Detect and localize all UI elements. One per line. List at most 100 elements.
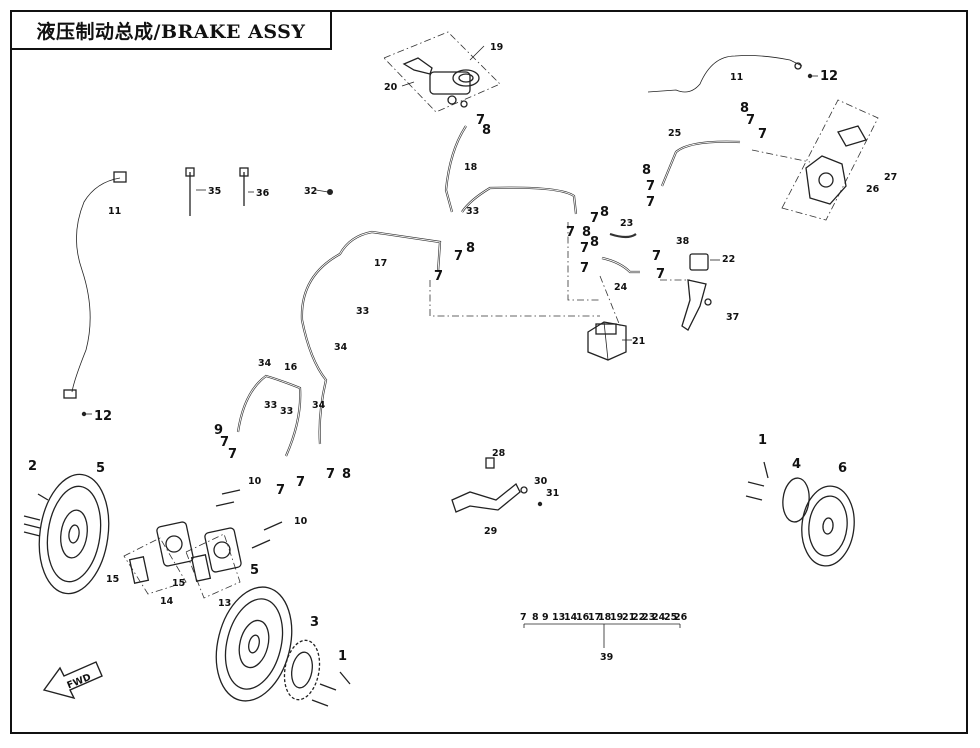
callout-15: 15	[106, 574, 119, 585]
callout-7: 7	[220, 435, 229, 450]
callout-34: 34	[258, 358, 272, 369]
callout-21: 21	[632, 336, 645, 347]
callout-1: 1	[758, 433, 767, 448]
callouts: 2 5 5 3 1 1 4 6 11 11 12 12 35 36 32 20 …	[28, 42, 897, 664]
callout-8: 8	[466, 241, 475, 256]
callout-33: 33	[280, 406, 293, 417]
callout-17: 17	[374, 258, 387, 269]
callout-7: 7	[276, 483, 285, 498]
callout-26: 26	[866, 184, 880, 195]
callout-1: 1	[338, 649, 347, 664]
callout-28: 28	[492, 448, 506, 459]
callout-7: 7	[326, 467, 335, 482]
bolts	[23, 461, 769, 707]
drawing-title: 液压制动总成/BRAKE ASSY	[36, 20, 306, 43]
callout-20: 20	[384, 82, 398, 93]
callout-33: 33	[356, 306, 369, 317]
callout-29: 29	[484, 526, 497, 537]
abs-module	[587, 321, 627, 361]
callout-38: 38	[676, 236, 690, 247]
callout-8: 8	[342, 467, 351, 482]
kit-item: 7	[520, 612, 527, 623]
callout-2: 2	[28, 459, 37, 474]
kit-item: 18	[598, 612, 612, 623]
callout-7: 7	[652, 249, 661, 264]
fwd-arrow: FWD	[42, 661, 103, 700]
callout-15: 15	[172, 578, 185, 589]
kit-item: 19	[610, 612, 623, 623]
callout-8: 8	[642, 163, 651, 178]
callout-14: 14	[160, 596, 174, 607]
callout-10: 10	[248, 476, 262, 487]
kit-bracket	[523, 623, 681, 648]
callout-32: 32	[304, 186, 317, 197]
callout-37: 37	[726, 312, 739, 323]
callout-12: 12	[94, 409, 112, 424]
callout-7: 7	[746, 113, 755, 128]
callout-24: 24	[614, 282, 628, 293]
callout-30: 30	[534, 476, 548, 487]
master-cylinder-group	[383, 31, 501, 113]
callout-11: 11	[730, 72, 743, 83]
callout-6: 6	[838, 461, 847, 476]
callout-7: 7	[476, 113, 485, 128]
callout-39: 39	[600, 652, 613, 663]
callout-34: 34	[312, 400, 326, 411]
callout-8: 8	[582, 225, 591, 240]
callout-33: 33	[466, 206, 479, 217]
callout-34: 34	[334, 342, 348, 353]
callout-7: 7	[646, 179, 655, 194]
callout-7: 7	[566, 225, 575, 240]
kit-item: 24	[652, 612, 666, 623]
callout-8: 8	[600, 205, 609, 220]
callout-8: 8	[482, 123, 491, 138]
brake-hoses	[236, 125, 741, 457]
callout-35: 35	[208, 186, 221, 197]
callout-7: 7	[580, 241, 589, 256]
callout-18: 18	[464, 162, 478, 173]
callout-5: 5	[96, 461, 105, 476]
callout-31: 31	[546, 488, 559, 499]
callout-27: 27	[884, 172, 897, 183]
kit-item: 8	[532, 612, 539, 623]
kit-item: 17	[588, 612, 601, 623]
callout-7: 7	[646, 195, 655, 210]
callout-5: 5	[250, 563, 259, 578]
kit-item: 16	[576, 612, 590, 623]
callout-8: 8	[740, 101, 749, 116]
callout-11: 11	[108, 206, 121, 217]
callout-8: 8	[590, 235, 599, 250]
drawing-frame	[10, 10, 968, 734]
callout-7: 7	[580, 261, 589, 276]
callout-3: 3	[310, 615, 319, 630]
callout-7: 7	[434, 269, 443, 284]
callout-23: 23	[620, 218, 633, 229]
callout-7: 7	[656, 267, 665, 282]
callout-7: 7	[296, 475, 305, 490]
callout-19: 19	[490, 42, 503, 53]
kit-item: 26	[674, 612, 688, 623]
front-disc-bottom	[215, 586, 293, 702]
callout-33: 33	[264, 400, 277, 411]
rear-disc	[801, 485, 855, 567]
kit-item: 14	[564, 612, 578, 623]
callout-16: 16	[284, 362, 298, 373]
callout-12: 12	[820, 69, 838, 84]
callout-7: 7	[228, 447, 237, 462]
callout-10: 10	[294, 516, 308, 527]
kit-list: 7 8 9 13 14 16 17 18 19 21 22 23 24 25 2…	[520, 612, 688, 623]
callout-7: 7	[590, 211, 599, 226]
callout-7: 7	[758, 127, 767, 142]
brake-pedal	[451, 457, 543, 513]
callout-13: 13	[218, 598, 231, 609]
kit-item: 22	[632, 612, 645, 623]
kit-item: 23	[642, 612, 655, 623]
callout-25: 25	[668, 128, 681, 139]
callout-36: 36	[256, 188, 270, 199]
callout-4: 4	[792, 457, 801, 472]
callout-7: 7	[454, 249, 463, 264]
kit-item: 9	[542, 612, 549, 623]
front-disc-left	[38, 473, 110, 595]
callout-22: 22	[722, 254, 735, 265]
